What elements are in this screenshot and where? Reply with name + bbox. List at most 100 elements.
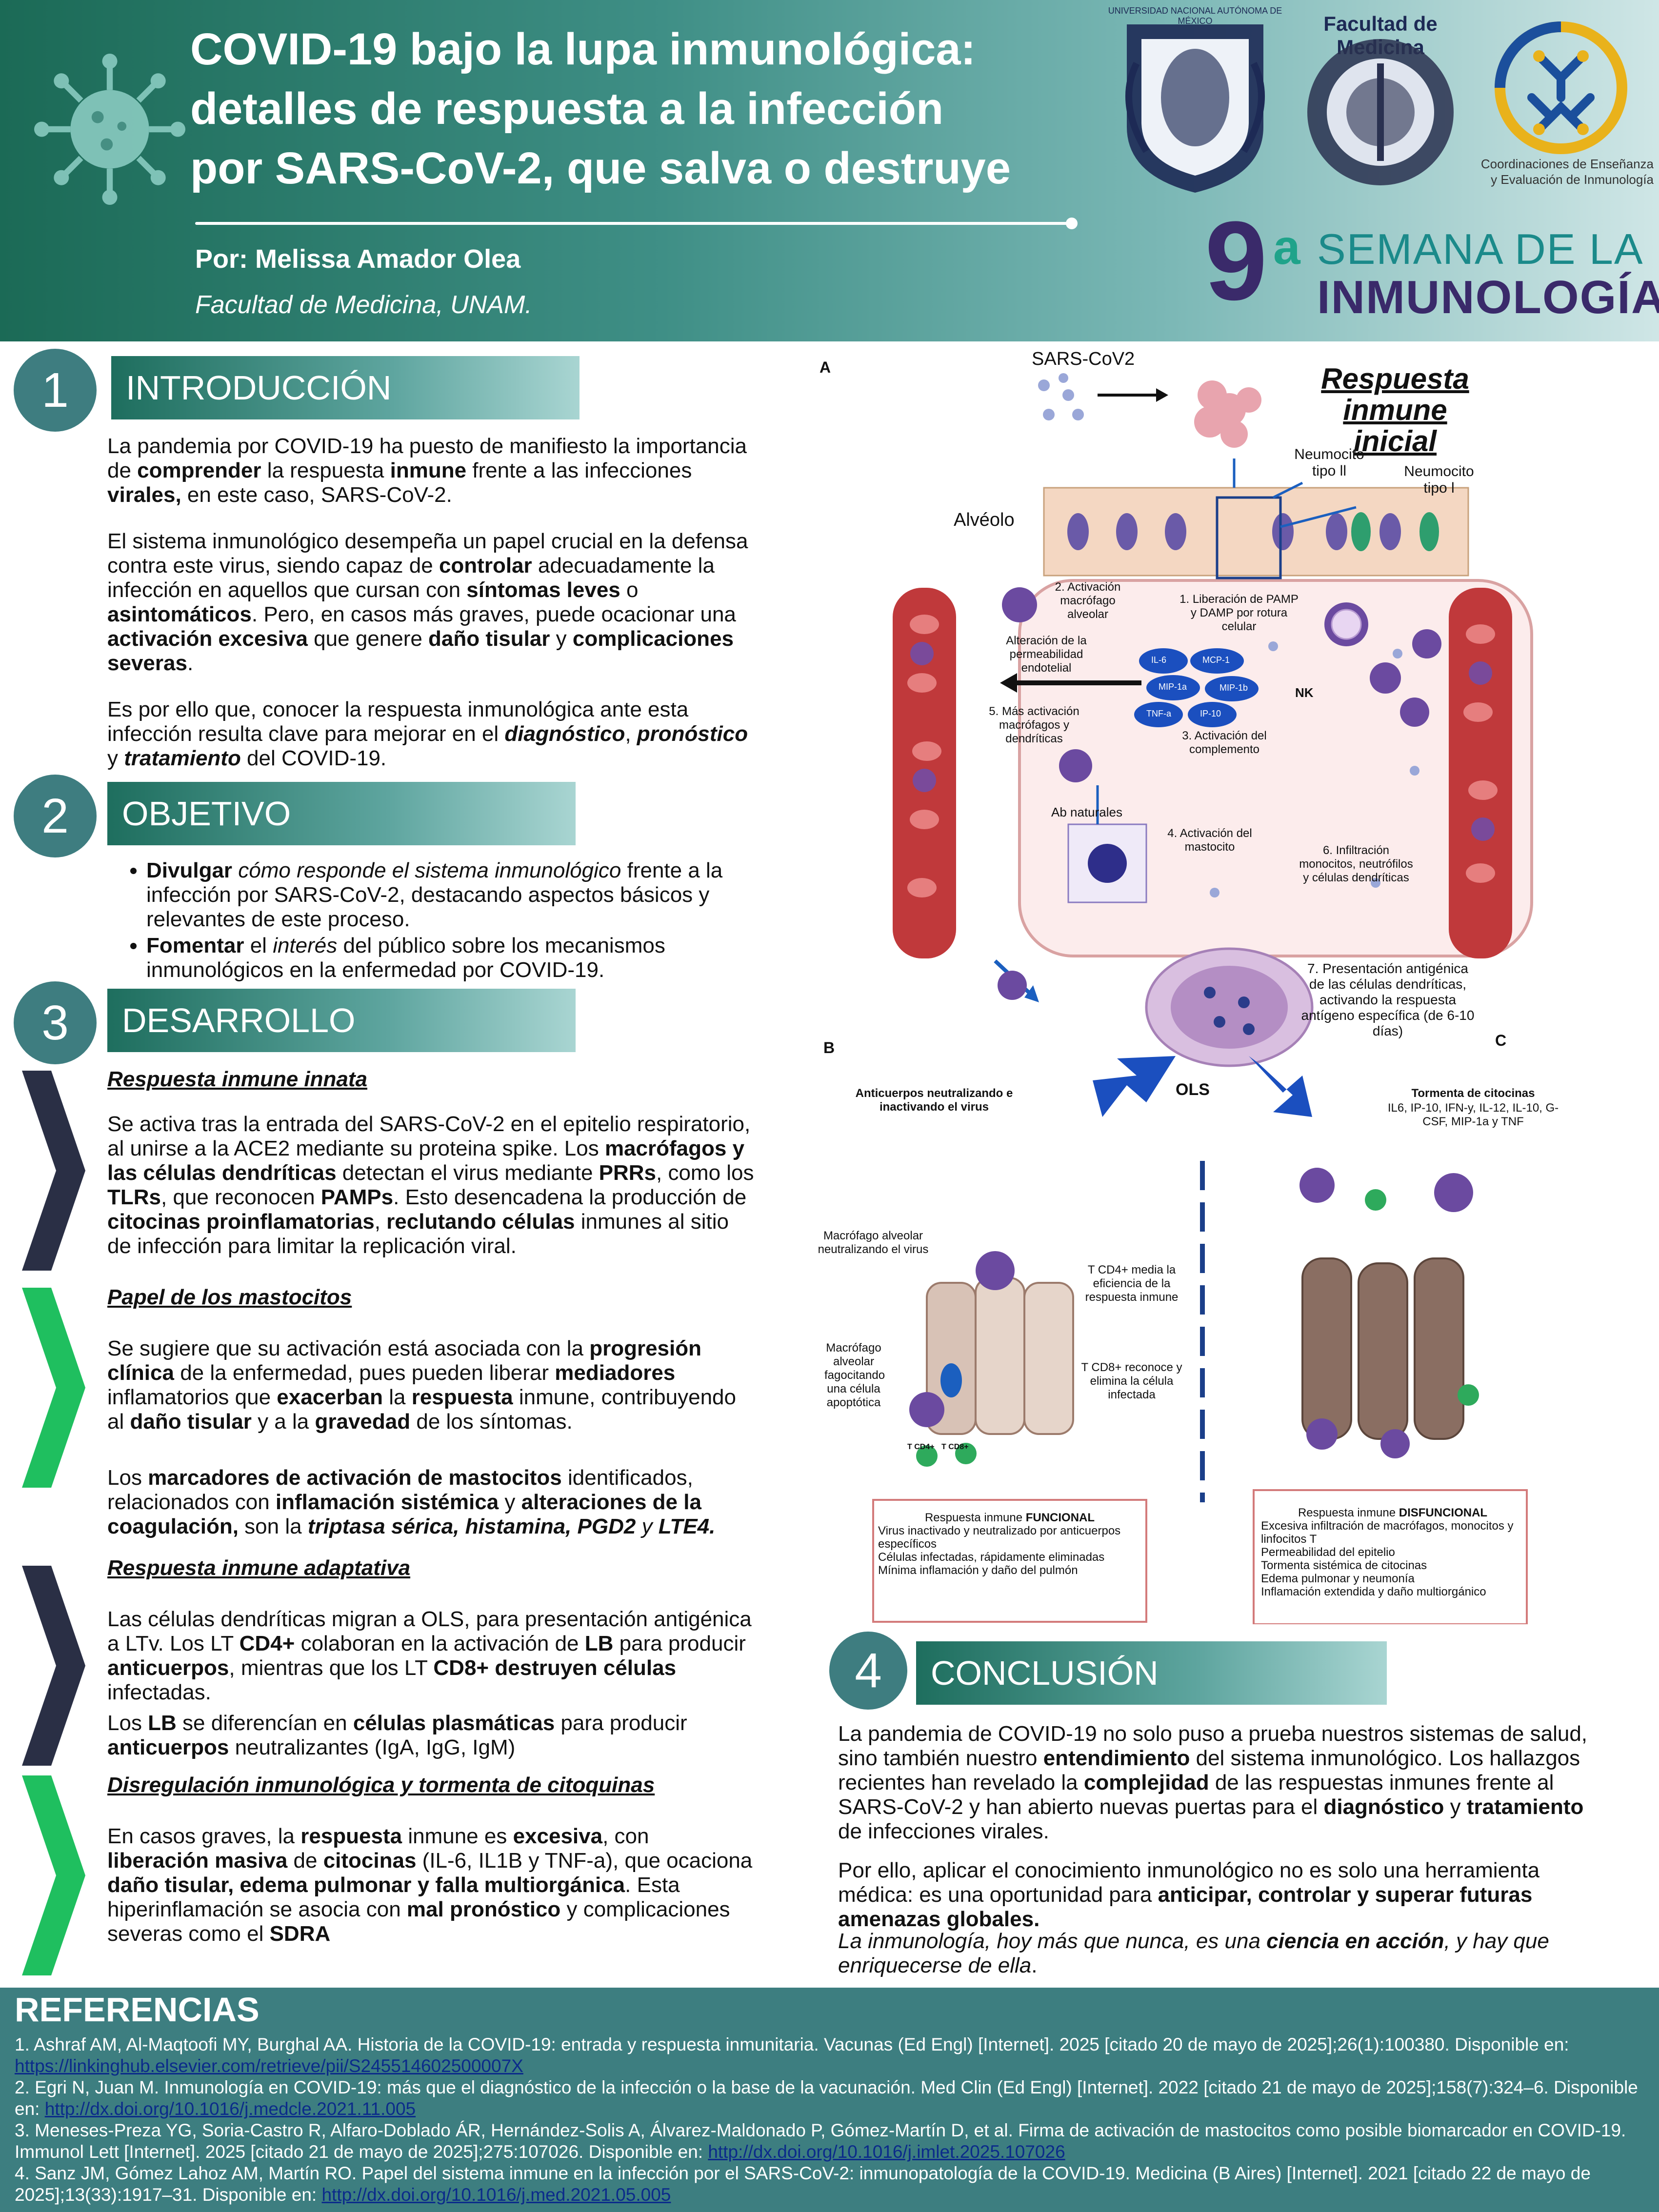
neumocito-2-label: Neumocito tipo ll (1294, 446, 1364, 479)
coordinacion-inmunologia-logo (1495, 21, 1627, 154)
dysfunctional-box (1253, 1489, 1528, 1624)
text-run: inmune, contribuyendo al (107, 1385, 736, 1434)
text-run: se diferencían en (176, 1711, 353, 1735)
text-run-bold: CD8+ destruyen células (433, 1656, 677, 1680)
text-run-bold: anticuerpos (107, 1656, 229, 1680)
figure-title: Respuesta inmune inicial (1321, 362, 1469, 458)
reference-link[interactable]: https://linkinghub.elsevier.com/retrieve… (15, 2056, 523, 2076)
conclusion-paragraph-2: Por ello, aplicar el conocimiento inmuno… (838, 1858, 1599, 1932)
conclusion-paragraph-3: La inmunología, hoy más que nunca, es un… (838, 1929, 1599, 1978)
text-run: inflamatorios que (107, 1385, 277, 1409)
text-run: Es por ello que, conocer la respuesta in… (107, 697, 689, 746)
arrow-to-b (1093, 1056, 1176, 1117)
semana-superscript: a (1273, 220, 1300, 275)
text-run-bold: LB (584, 1632, 614, 1655)
blood-vessel-right (1449, 588, 1512, 958)
text-run: infectadas. (107, 1680, 211, 1704)
affiliation: Facultad de Medicina, UNAM. (195, 291, 532, 319)
objective-item: Fomentar el interés del público sobre lo… (146, 934, 795, 982)
objective-list: Divulgar cómo responde el sistema inmuno… (107, 858, 795, 984)
text-run-bold: PRRs (599, 1161, 657, 1185)
text-run: . Esto desencadena la producción de (393, 1185, 747, 1209)
text-run: que genere (307, 627, 429, 651)
text-run-bold: anticuerpos (107, 1735, 229, 1759)
conclusion-paragraph-1: La pandemia de COVID-19 no solo puso a p… (838, 1722, 1599, 1844)
reference-link[interactable]: http://dx.doi.org/10.1016/j.med.2021.05.… (321, 2185, 671, 2205)
text-run: inmune es (402, 1824, 513, 1848)
step-2-label: 2. Activación macrófago alveolar (1055, 580, 1121, 621)
neumocito-1-label: Neumocito tipo l (1404, 463, 1474, 496)
text-run: Los (107, 1466, 148, 1490)
panel-label-b: B (823, 1039, 835, 1056)
text-run-bold-italic: triptasa sérica, histamina, PGD2 (307, 1515, 636, 1538)
epithelium (1043, 487, 1469, 577)
title-divider-dot (1066, 218, 1078, 229)
panel-label-a: A (820, 359, 831, 376)
text-run: La pandemia de COVID-19 no solo puso a p… (838, 1722, 1588, 1770)
section-4-number: 4 (829, 1632, 907, 1710)
text-run-bold: anticipar, controlar y superar futuras a… (838, 1883, 1533, 1931)
text-run: neutralizantes (IgA, IgG, IgM) (229, 1735, 516, 1759)
cytokine-label: IP-10 (1200, 709, 1221, 718)
title-line: COVID-19 bajo la lupa inmunológica: (190, 24, 976, 74)
text-run: son la (238, 1515, 308, 1538)
alveolo-label: Alvéolo (954, 510, 1015, 530)
panel-label-c: C (1495, 1032, 1507, 1049)
text-run-bold: citocinas (323, 1849, 417, 1873)
step-1-label: 1. Liberación de PAMP y DAMP por rotura … (1179, 593, 1299, 633)
cytokine-label: MIP-1a (1159, 682, 1187, 692)
text-run-bold: complicaciones severas (107, 627, 734, 675)
reference-link[interactable]: http://dx.doi.org/10.1016/j.imlet.2025.1… (708, 2142, 1065, 2162)
mastocitos-paragraph: Se sugiere que su activación está asocia… (107, 1336, 756, 1434)
text-run-bold: excesiva (513, 1824, 603, 1848)
section-3-title: DESARROLLO (107, 989, 576, 1052)
text-run-bold-italic: tratamiento (124, 746, 241, 770)
innata-heading: Respuesta inmune innata (107, 1067, 368, 1091)
text-run-bold: liberación masiva (107, 1849, 288, 1873)
text-run-bold: diagnóstico (1323, 1795, 1444, 1819)
chevron-icon (22, 1288, 85, 1488)
reference-item: 4. Sanz JM, Gómez Lahoz AM, Martín RO. P… (15, 2163, 1644, 2206)
text-run-bold: daño tisular (428, 627, 550, 651)
step-7-label: 7. Presentación antigénica de las célula… (1301, 961, 1475, 1038)
sars-label: SARS-CoV2 (1032, 349, 1135, 369)
text-run-bold: gravedad (315, 1410, 411, 1434)
section-1-title: INTRODUCCIÓN (111, 356, 580, 419)
text-run: Respuesta inmune (924, 1511, 1026, 1524)
objective-item: Divulgar cómo responde el sistema inmuno… (146, 858, 795, 932)
ols-label: OLS (1176, 1080, 1210, 1099)
text-run: Respuesta inmune (1298, 1506, 1399, 1519)
text-run-italic: La inmunología, hoy más que nunca, es un… (838, 1929, 1267, 1953)
text-run: del público sobre los mecanismos inmunol… (146, 934, 665, 982)
facultad-medicina-logo (1307, 39, 1454, 185)
text-run-bold: TLRs (107, 1185, 161, 1209)
reference-text: 3. Meneses-Preza YG, Soria-Castro R, Alf… (15, 2120, 1626, 2162)
text-run: La pandemia por COVID-19 ha puesto de ma… (107, 434, 747, 482)
text-run: . Pero, en casos más graves, puede ocaci… (251, 602, 736, 626)
ab-naturales-label: Ab naturales (1051, 805, 1122, 819)
text-run: Se sugiere que su activación está asocia… (107, 1336, 590, 1360)
adaptativa-heading: Respuesta inmune adaptativa (107, 1556, 411, 1580)
functional-line: Mínima inflamación y daño del pulmón (878, 1564, 1078, 1577)
text-run: y complicaciones severas como el (107, 1897, 730, 1946)
reference-link[interactable]: http://dx.doi.org/10.1016/j.medcle.2021.… (44, 2099, 416, 2119)
intro-paragraph-1: La pandemia por COVID-19 ha puesto de ma… (107, 434, 756, 507)
section-2-number: 2 (14, 775, 97, 857)
chevron-icon (22, 1566, 85, 1766)
text-run-bold: marcadores de activación de mastocitos (148, 1466, 562, 1490)
intro-paragraph-2: El sistema inmunológico desempeña un pap… (107, 529, 756, 676)
cytokine-cluster (1134, 648, 1259, 727)
unam-logo-text: UNIVERSIDAD NACIONAL AUTÓNOMA DE MÉXICO (1108, 6, 1282, 26)
unam-logo (1125, 24, 1265, 193)
text-run-bold: controlar (439, 554, 532, 578)
text-run: Los (107, 1711, 148, 1735)
dysfunctional-line: Tormenta sistémica de citocinas (1261, 1559, 1427, 1572)
text-run-bold: virales, (107, 483, 181, 507)
cd4-small-label: T CD4+ (907, 1443, 935, 1451)
text-run: de los síntomas. (410, 1410, 573, 1434)
text-run-bold: inflamación sistémica (275, 1490, 499, 1514)
text-run-bold: DISFUNCIONAL (1399, 1506, 1488, 1519)
text-run: para producir (613, 1632, 746, 1655)
text-run: inmunes al sitio de infección para limit… (107, 1210, 729, 1258)
step-6-label: 6. Infiltración monocitos, neutrófilos y… (1299, 844, 1413, 884)
